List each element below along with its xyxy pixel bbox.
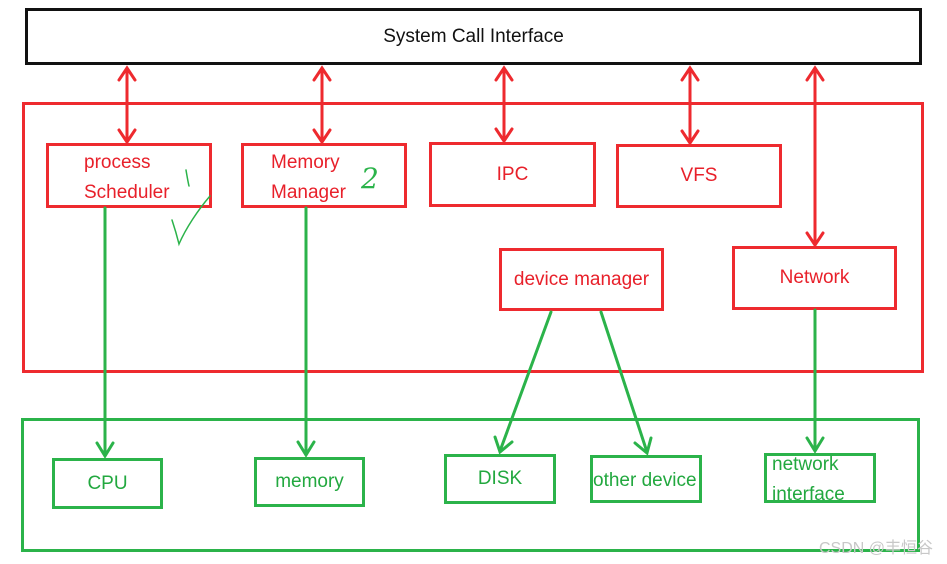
red-arrows <box>117 65 825 248</box>
process-scheduler-box: process Scheduler <box>46 143 212 208</box>
device-manager-box: device manager <box>499 248 664 311</box>
kernel-container <box>22 102 924 373</box>
network-interface-box: network interface <box>764 453 876 505</box>
vfs-label: VFS <box>680 165 718 186</box>
hardware-container <box>21 418 920 552</box>
device-manager-label: device manager <box>513 268 650 290</box>
vfs-box: VFS <box>616 144 782 208</box>
network-label: Network <box>779 267 850 288</box>
other-device-box: other device <box>590 455 702 503</box>
cpu-label: CPU <box>87 472 128 494</box>
system-call-interface-label: System Call Interface <box>383 25 564 47</box>
network-interface-label-line2: interface <box>772 484 845 505</box>
watermark: CSDN @丰恒谷 <box>818 540 933 557</box>
disk-label: DISK <box>477 468 523 489</box>
system-call-interface-box: System Call Interface <box>25 8 922 65</box>
network-interface-label-line1: network <box>772 454 839 475</box>
process-scheduler-label-line1: process <box>84 152 151 173</box>
memory-manager-box: Memory Manager <box>241 143 407 208</box>
handwritten-mark-2: 2 <box>360 162 379 195</box>
green-arrows <box>95 206 825 459</box>
memory-box: memory <box>254 457 365 507</box>
other-device-label: other device <box>593 470 697 491</box>
memory-manager-label-line2: Manager <box>271 182 346 203</box>
cpu-box: CPU <box>52 458 163 509</box>
ipc-label: IPC <box>496 163 529 185</box>
handwritten-mark-1 <box>185 169 190 187</box>
ipc-box: IPC <box>429 142 596 207</box>
disk-box: DISK <box>444 454 556 504</box>
process-scheduler-label-line2: Scheduler <box>84 182 170 203</box>
network-box: Network <box>732 246 897 310</box>
handwritten-check-mark <box>171 195 211 247</box>
memory-label: memory <box>275 471 344 492</box>
memory-manager-label-line1: Memory <box>271 152 340 173</box>
